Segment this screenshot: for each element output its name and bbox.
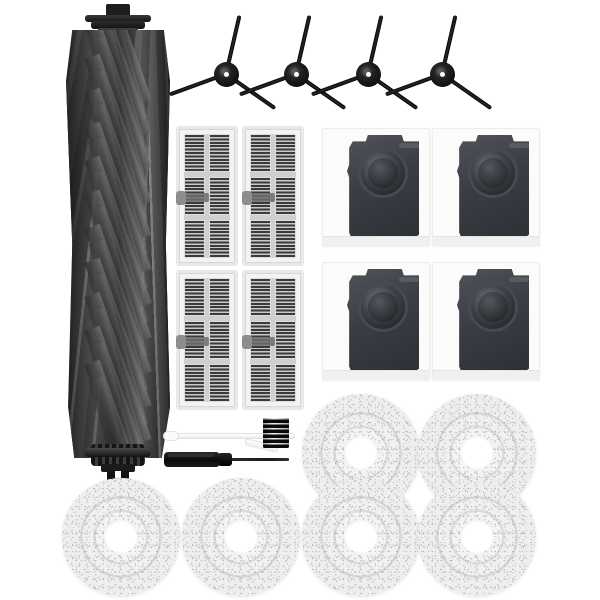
cleaning-tool-icon xyxy=(163,430,295,442)
filter-icon xyxy=(242,126,304,266)
side-brush-hub xyxy=(430,62,455,87)
filter-icon xyxy=(242,270,304,410)
dust-bag-icon xyxy=(322,128,430,246)
side-brush-icon xyxy=(168,2,277,120)
roller-brush-top-cap xyxy=(85,4,151,35)
roller-brush-icon xyxy=(58,4,178,486)
side-brush-icon xyxy=(238,2,347,120)
filter-icon xyxy=(176,270,238,410)
side-brush-hub xyxy=(284,62,309,87)
roller-brush-bottom-cap xyxy=(85,442,151,486)
side-brush-hub xyxy=(356,62,381,87)
screwdriver-icon xyxy=(164,449,289,469)
side-brush-icon xyxy=(310,2,419,120)
mop-pad-icon xyxy=(418,478,536,596)
cleaning-brush-icon xyxy=(244,418,291,462)
dust-bag-icon xyxy=(432,128,540,246)
side-brush-icon xyxy=(384,2,493,120)
mop-pad-icon xyxy=(302,478,420,596)
mop-pad-icon xyxy=(62,478,180,596)
roller-brush-body xyxy=(66,30,170,458)
filter-icon xyxy=(176,126,238,266)
dust-bag-icon xyxy=(432,262,540,380)
mop-pad-icon xyxy=(182,478,300,596)
side-brush-hub xyxy=(214,62,239,87)
dust-bag-icon xyxy=(322,262,430,380)
